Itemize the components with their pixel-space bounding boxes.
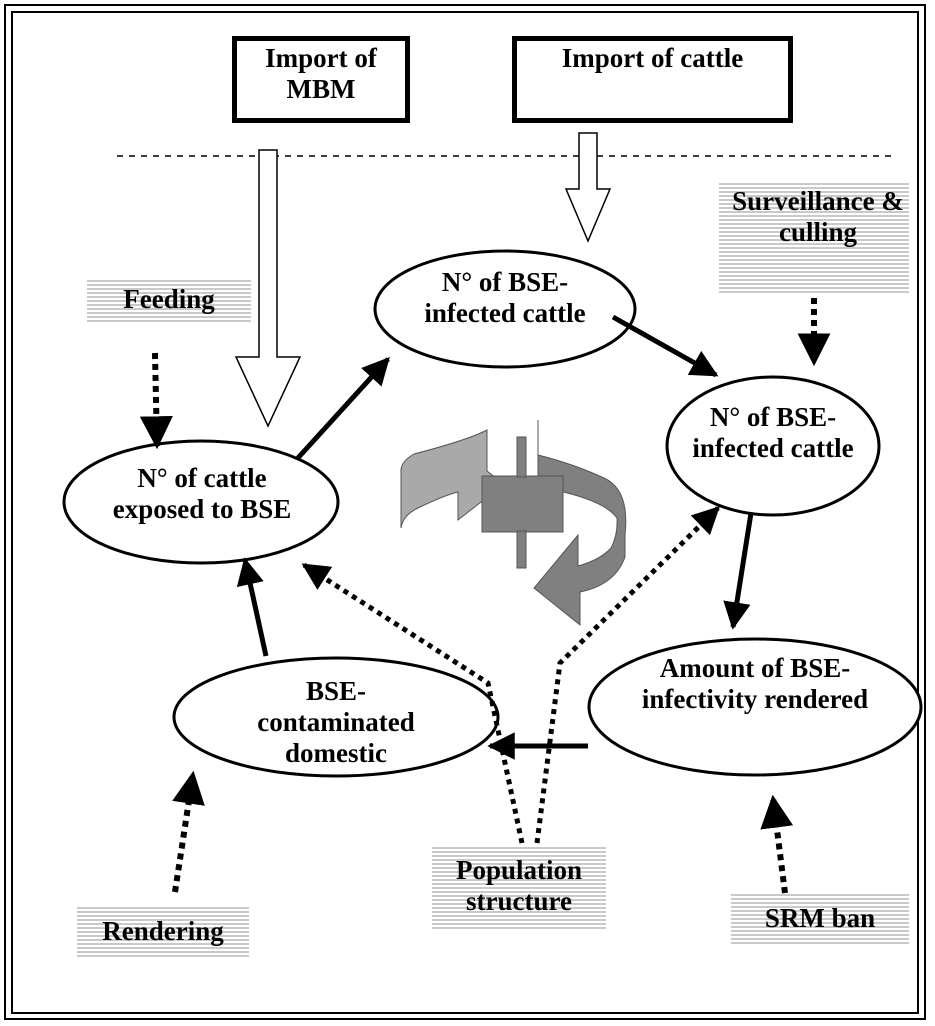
import-mbm-label: Import of MBM: [265, 43, 377, 105]
factor-feeding-label: Feeding: [123, 284, 215, 314]
node-infected-top-ellipse: [373, 249, 637, 369]
factor-srm-label: SRM ban: [764, 903, 876, 933]
srm-background: [731, 894, 909, 946]
arrow-rendering: [172, 770, 205, 893]
arrow-feeding: [139, 352, 173, 450]
cycle-center-stem-top: [516, 436, 527, 478]
node-contaminated-label: BSE-contaminated domestic: [257, 676, 415, 767]
factor-population-label: Population structure: [455, 855, 583, 917]
node-infected-right-ellipse: [665, 375, 881, 517]
inner-frame: [11, 11, 919, 1014]
arrow-srm-ban: [760, 794, 794, 894]
outer-frame: [4, 4, 926, 1020]
arrow-infected-to-infected: [611, 314, 719, 378]
arrow-contaminated-to-exposed: [236, 557, 269, 657]
population-background: [432, 847, 606, 931]
feeding-background: [87, 280, 251, 322]
node-contaminated-ellipse: [172, 656, 500, 778]
arrow-population-to-infected: [534, 506, 720, 844]
node-infected-right-label: N° of BSE-infected cattle: [692, 402, 854, 464]
cycle-icon: [400, 420, 627, 627]
cycle-center-stem-bottom: [516, 530, 527, 569]
factor-surveillance-label: Surveillance & culling: [732, 186, 904, 248]
surveillance-background: [719, 183, 909, 295]
node-exposed-ellipse: [62, 439, 340, 565]
node-infected-top-label: N° of BSE-infected cattle: [424, 267, 586, 329]
import-cattle-box: [512, 36, 793, 123]
node-rendered-ellipse: [587, 637, 923, 777]
arrow-exposed-to-infected: [295, 356, 390, 461]
cycle-arrow-top-left: [400, 429, 505, 529]
rendering-background: [77, 907, 249, 959]
import-mbm-arrow: [234, 149, 302, 428]
node-exposed-label: N° of cattle exposed to BSE: [112, 463, 292, 525]
factor-rendering-label: Rendering: [102, 916, 224, 946]
cycle-center-block: [481, 475, 564, 533]
node-rendered-label: Amount of BSE-infectivity rendered: [641, 653, 869, 715]
arrow-population-to-exposed: [301, 562, 525, 844]
cycle-arrow-right-bottom: [533, 420, 627, 627]
import-cattle-arrow: [564, 132, 612, 243]
arrow-infected-to-rendered: [723, 512, 754, 630]
import-mbm-box: [232, 36, 410, 123]
import-cattle-label: Import of cattle: [561, 43, 744, 73]
